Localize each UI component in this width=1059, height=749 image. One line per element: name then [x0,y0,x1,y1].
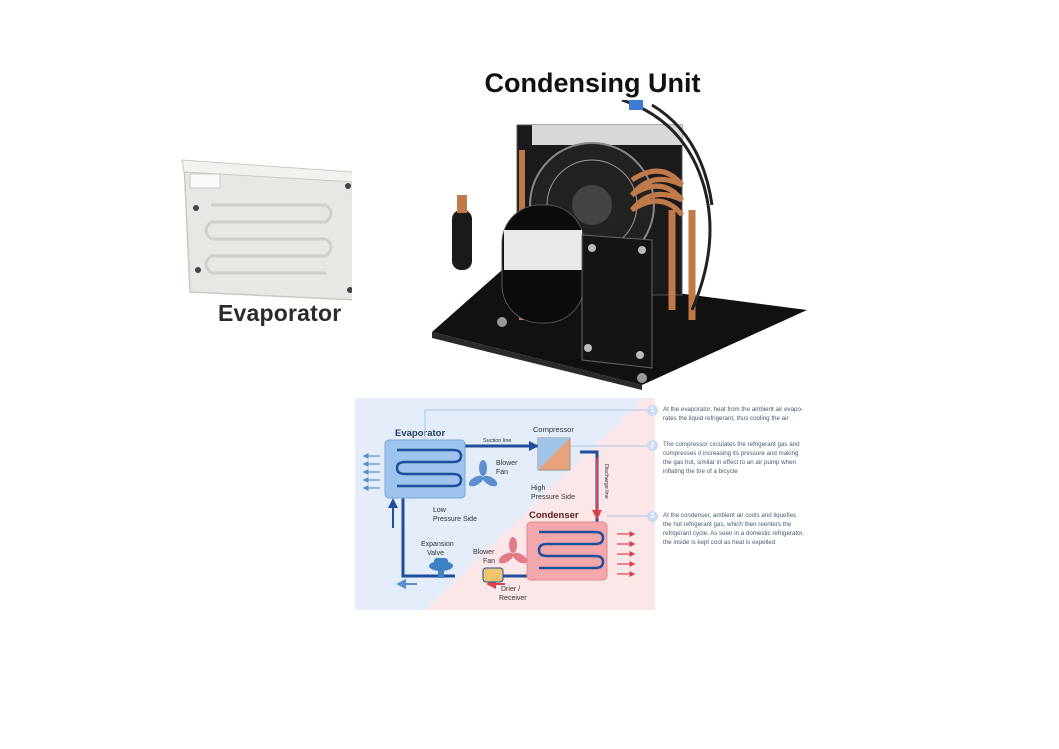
condenser-label: Condenser [529,510,579,521]
blower-fan-top-line2: Fan [496,469,508,476]
drier-line2: Receiver [499,595,527,602]
blower-fan-bottom-line1: Blower [473,549,495,556]
low-pressure-line1: Low [433,507,447,514]
note-3: At the condenser, ambient air cools and … [663,511,825,547]
note-1: At the evaporator, heat from the ambient… [663,405,825,423]
discharge-line-label: Discharge line [603,464,609,499]
note-2-line: inflating the tire of a bicycle [663,468,738,475]
note-1-line: At the evaporator, heat from the ambient… [663,406,803,413]
blower-fan-bottom-line2: Fan [483,558,495,565]
drier-line1: Drier / [501,586,520,593]
suction-line-label: Suction line [483,438,511,444]
evaporator-photo-label: Evaporator [218,300,342,326]
note-3-line: the inside is kept cool as heat is expel… [663,539,776,546]
note-3-line: At the condenser, ambient air cools and … [663,512,797,519]
note-3-line: the hot refrigerant gas, which then reen… [663,521,792,528]
compressor-label: Compressor [533,425,574,434]
note-1-number: 1 [647,405,658,416]
note-2-line: The compressor circulates the refrigeran… [663,441,800,448]
note-3-number: 3 [647,511,658,522]
note-2: The compressor circulates the refrigeran… [663,440,825,476]
refrigeration-cycle-diagram: Evaporator Compressor Condenser Suction … [355,398,835,610]
blower-fan-top-line1: Blower [496,460,518,467]
note-2-number: 2 [647,440,658,451]
note-3-line: refrigerant cycle. As seen in a domestic… [663,530,804,537]
condensing-unit-image [352,100,817,390]
page-title: Condensing Unit [484,68,701,98]
high-pressure-line1: High [531,485,546,492]
note-2-line: compresses it increasing its pressure an… [663,450,799,457]
evaporator-label: Evaporator [395,428,445,439]
evaporator-plate-image [176,150,366,310]
low-pressure-line2: Pressure Side [433,516,477,523]
high-pressure-line2: Pressure Side [531,494,575,501]
note-1-line: rates the liquid refrigerant, thus cooli… [663,415,789,422]
expansion-valve-line1: Expansion [421,541,454,548]
expansion-valve-line2: Valve [427,550,444,557]
note-2-line: the gas hot, similar in effect to an air… [663,459,796,466]
